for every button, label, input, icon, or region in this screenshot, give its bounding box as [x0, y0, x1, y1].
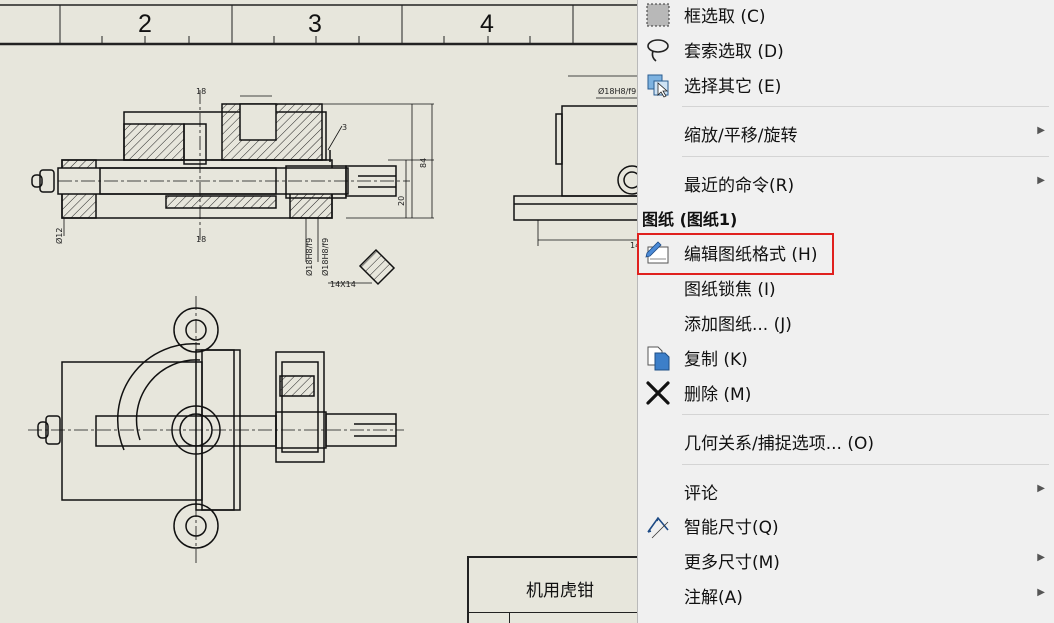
submenu-arrow-icon: ▶: [1037, 552, 1045, 563]
menu-item-delete[interactable]: 删除 (M): [638, 375, 1054, 409]
title-block-column: [509, 612, 510, 623]
drawing-sheet[interactable]: Ø12 Ø18H8/f9 Ø18H8/f9 84 20 3 18 18 14X1…: [0, 0, 640, 623]
menu-item-label: 更多尺寸(M): [684, 553, 780, 573]
menu-item-edit-sheet-format[interactable]: 编辑图纸格式 (H): [638, 235, 1054, 269]
sheet-section-header: 图纸 (图纸1): [642, 210, 738, 229]
top-view: [28, 296, 404, 564]
dim-section-small: 14X14: [330, 280, 356, 289]
menu-item-label: 框选取 (C): [684, 7, 766, 27]
menu-item-copy[interactable]: 复制 (K): [638, 340, 1054, 374]
menu-separator: [682, 464, 1049, 465]
zone-number-2: 2: [138, 10, 152, 38]
front-section-view: [31, 90, 434, 262]
menu-separator: [682, 156, 1049, 157]
menu-item-add-sheet[interactable]: 添加图纸... (J): [638, 305, 1054, 339]
highlight-box: [637, 233, 834, 275]
dim-fit-b: Ø18H8/f9: [320, 238, 330, 276]
menu-item-label: 删除 (M): [684, 385, 752, 405]
menu-item-label: 缩放/平移/旋转: [684, 126, 798, 146]
dim-label-18a: 18: [196, 87, 206, 96]
menu-item-label: 添加图纸... (J): [684, 315, 792, 335]
submenu-arrow-icon: ▶: [1037, 587, 1045, 598]
menu-item-label: 几何关系/捕捉选项... (O): [684, 434, 874, 454]
dim-label-18b: 18: [196, 235, 206, 244]
menu-item-label: 智能尺寸(Q): [684, 518, 779, 538]
title-block-title: 机用虎钳: [526, 581, 594, 601]
zone-number-3: 3: [308, 10, 322, 38]
dim-label-3: 3: [342, 123, 347, 132]
menu-separator: [682, 414, 1049, 415]
menu-item-label: 评论: [684, 484, 718, 504]
submenu-arrow-icon: ▶: [1037, 483, 1045, 494]
menu-separator: [682, 106, 1049, 107]
smart-dimension-icon: [647, 516, 669, 539]
menu-item-sheet-lock-focus[interactable]: 图纸锁焦 (I): [638, 270, 1054, 304]
menu-item-label: 选择其它 (E): [684, 77, 782, 97]
dim-fit-a: Ø18H8/f9: [304, 238, 314, 276]
menu-item-label: 最近的命令(R): [684, 176, 795, 196]
menu-item-select-other[interactable]: 选择其它 (E): [638, 67, 1054, 101]
title-block: 机用虎钳: [467, 556, 640, 623]
lasso-select-icon: [647, 39, 669, 62]
menu-item-label: 编辑图纸格式 (H): [684, 245, 818, 265]
menu-item-comment[interactable]: 评论 ▶: [638, 474, 1054, 508]
zone-number-4: 4: [480, 10, 494, 38]
delete-icon: [646, 381, 670, 405]
side-view: [513, 75, 640, 246]
dim-right-fit: Ø18H8/f9: [598, 86, 636, 96]
menu-item-lasso-select[interactable]: 套索选取 (D): [638, 32, 1054, 66]
title-block-divider: [469, 612, 640, 613]
menu-item-smart-dimension[interactable]: 智能尺寸(Q): [638, 508, 1054, 542]
copy-icon: [647, 346, 670, 371]
dim-left-dia: Ø12: [54, 228, 64, 244]
edit-sheet-format-icon: [645, 241, 669, 264]
drawing-canvas: Ø12 Ø18H8/f9 Ø18H8/f9 84 20 3 18 18 14X1…: [0, 4, 640, 564]
menu-item-label: 注解(A): [684, 588, 743, 608]
menu-item-label: 套索选取 (D): [684, 42, 784, 62]
box-select-icon: [646, 3, 670, 27]
select-other-icon: [647, 74, 669, 98]
submenu-arrow-icon: ▶: [1037, 175, 1045, 186]
menu-item-zoom-pan-rotate[interactable]: 缩放/平移/旋转 ▶: [638, 116, 1054, 150]
dim-height-84: 84: [419, 158, 428, 168]
dim-height-20: 20: [397, 196, 406, 206]
menu-item-label: 复制 (K): [684, 350, 748, 370]
menu-item-relations-snaps[interactable]: 几何关系/捕捉选项... (O): [638, 424, 1054, 458]
menu-item-recent-commands[interactable]: 最近的命令(R) ▶: [638, 166, 1054, 200]
submenu-arrow-icon: ▶: [1037, 125, 1045, 136]
menu-item-label: 图纸锁焦 (I): [684, 280, 776, 300]
menu-item-box-select[interactable]: 框选取 (C): [638, 0, 1054, 31]
menu-item-annotations[interactable]: 注解(A) ▶: [638, 578, 1054, 612]
dim-label-14: 14: [630, 241, 640, 250]
context-menu: 框选取 (C) 套索选取 (D) 选择其它 (E) 缩放/平移/旋转 ▶ 最近的…: [637, 0, 1054, 623]
menu-item-more-dimensions[interactable]: 更多尺寸(M) ▶: [638, 543, 1054, 577]
